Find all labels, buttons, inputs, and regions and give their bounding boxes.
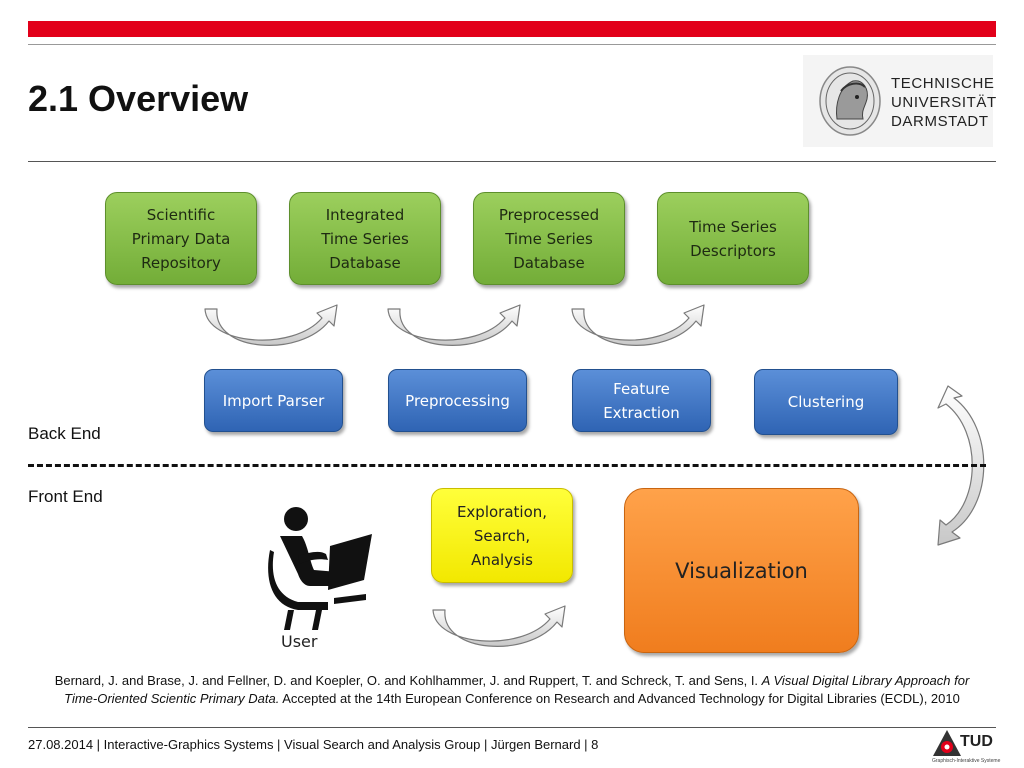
athena-seal-icon [819,66,881,136]
store-scientific-primary-data-repository: Scientific Primary Data Repository [105,192,257,285]
tud-badge-subtitle: Graphisch-Interaktive Systeme [932,758,1001,764]
store-integrated-time-series-database: Integrated Time Series Database [289,192,441,285]
curved-arrow-user [432,605,566,647]
header-red-bar [28,21,996,37]
process-import-parser: Import Parser [204,369,343,432]
citation-title: A Visual Digital Library Approach for Ti… [64,673,970,706]
store-preprocessed-time-series-database: Preprocessed Time Series Database [473,192,625,285]
visualization-box: Visualization [624,488,859,653]
tud-badge-text: TUD [960,733,993,750]
curved-arrow-1 [204,304,338,346]
curved-arrow-3 [571,304,705,346]
user-label: User [281,632,318,651]
tud-triangle-icon [933,730,961,756]
slide-title: 2.1 Overview [28,78,249,119]
back-end-label: Back End [28,424,101,443]
curved-arrow-2 [387,304,521,346]
exploration-search-analysis-box: Exploration, Search, Analysis [431,488,573,583]
citation: Bernard, J. and Brase, J. and Fellner, D… [40,672,984,708]
title-divider [28,161,996,162]
process-preprocessing: Preprocessing [388,369,527,432]
store-time-series-descriptors: Time Series Descriptors [657,192,809,285]
university-logo: TECHNISCHE UNIVERSITÄT DARMSTADT [803,55,996,147]
tud-badge: TUD Graphisch-Interaktive Systeme [930,728,1000,766]
header-divider [28,44,996,45]
double-arrow-backend-frontend [937,385,985,546]
user-at-computer-icon [268,507,372,630]
university-name: TECHNISCHE UNIVERSITÄT DARMSTADT [891,75,997,130]
footer-divider [28,727,996,728]
front-end-label: Front End [28,487,103,506]
back-front-divider [28,464,986,467]
citation-authors: Bernard, J. and Brase, J. and Fellner, D… [54,673,762,688]
footer-text: 27.08.2014 | Interactive-Graphics System… [28,737,599,752]
citation-venue: Accepted at the 14th European Conference… [279,691,960,706]
process-feature-extraction: Feature Extraction [572,369,711,432]
process-clustering: Clustering [754,369,898,435]
